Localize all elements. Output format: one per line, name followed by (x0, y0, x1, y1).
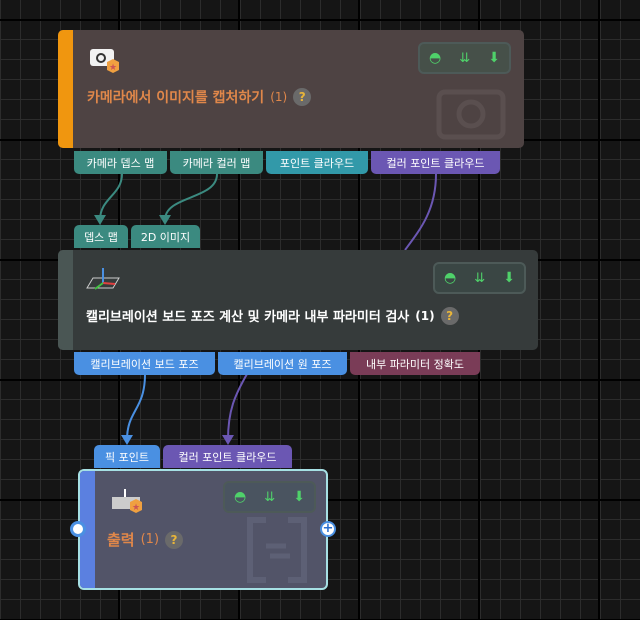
collapse-icon[interactable]: ⇊ (459, 50, 471, 66)
input-port-depth-map[interactable]: 뎁스 맵 (74, 225, 128, 248)
help-button[interactable]: ? (440, 306, 459, 325)
node-capture-images[interactable]: ★ 카메라에서 이미지를 캡처하기(1)? ◓ ⇊ ⬇ (58, 30, 524, 148)
node-toolbar: ◓ ⇊ ⬇ (223, 481, 316, 513)
calibration-board-icon (86, 268, 120, 290)
collapse-icon[interactable]: ⇊ (264, 489, 276, 505)
input-port-2d-image[interactable]: 2D 이미지 (131, 225, 200, 248)
wire-color (164, 173, 218, 221)
wire-depth (99, 173, 123, 221)
preview-icon[interactable]: ◓ (444, 270, 457, 286)
node-accent-bar (58, 250, 73, 350)
node-accent-bar (80, 471, 95, 588)
wire-board-pose (126, 373, 146, 441)
node-title: 출력(1)? (107, 529, 184, 550)
collapse-icon[interactable]: ⇊ (474, 270, 486, 286)
breakpoint-icon[interactable]: ⬇ (503, 270, 515, 286)
node-calibration-board-pose[interactable]: 캘리브레이션 보드 포즈 계산 및 카메라 내부 파라미터 검사(1)? ◓ ⇊… (58, 250, 538, 350)
output-port-camera-depth-map[interactable]: 카메라 뎁스 맵 (74, 151, 167, 174)
preview-icon[interactable]: ◓ (429, 50, 442, 66)
svg-text:★: ★ (109, 63, 117, 73)
input-port-color-point-cloud[interactable]: 컬러 포인트 클라우드 (163, 445, 292, 468)
add-output-connector-icon[interactable]: + (320, 521, 336, 537)
camera-icon: ★ (90, 49, 119, 73)
node-output[interactable]: ★ 출력(1)? ◓ ⇊ ⬇ (78, 469, 328, 590)
output-port-board-pose[interactable]: 캘리브레이션 보드 포즈 (74, 352, 215, 375)
output-port-color-point-cloud[interactable]: 컬러 포인트 클라우드 (371, 151, 500, 174)
output-icon: ★ (112, 489, 142, 513)
svg-text:★: ★ (132, 503, 140, 513)
input-port-pick-point[interactable]: 픽 포인트 (94, 445, 160, 468)
node-toolbar: ◓ ⇊ ⬇ (418, 42, 511, 74)
output-port-intrinsic-accuracy[interactable]: 내부 파라미터 정확도 (350, 352, 480, 375)
node-title: 카메라에서 이미지를 캡처하기(1)? (87, 87, 312, 107)
output-port-camera-color-map[interactable]: 카메라 컬러 맵 (170, 151, 263, 174)
node-toolbar: ◓ ⇊ ⬇ (433, 262, 526, 294)
wire-circle-pose (227, 373, 248, 441)
breakpoint-icon[interactable]: ⬇ (293, 489, 305, 505)
camera-watermark-icon (436, 89, 506, 140)
output-port-point-cloud[interactable]: 포인트 클라우드 (266, 151, 368, 174)
node-title: 캘리브레이션 보드 포즈 계산 및 카메라 내부 파라미터 검사(1)? (86, 306, 459, 325)
output-watermark-icon (247, 517, 307, 583)
help-button[interactable]: ? (165, 530, 184, 549)
help-button[interactable]: ? (293, 88, 312, 106)
wire-color-pc (404, 173, 437, 251)
breakpoint-icon[interactable]: ⬇ (488, 50, 500, 66)
input-connector[interactable] (70, 521, 86, 537)
preview-icon[interactable]: ◓ (234, 489, 247, 505)
node-accent-bar (58, 30, 73, 148)
output-port-circle-pose[interactable]: 캘리브레이션 원 포즈 (218, 352, 347, 375)
